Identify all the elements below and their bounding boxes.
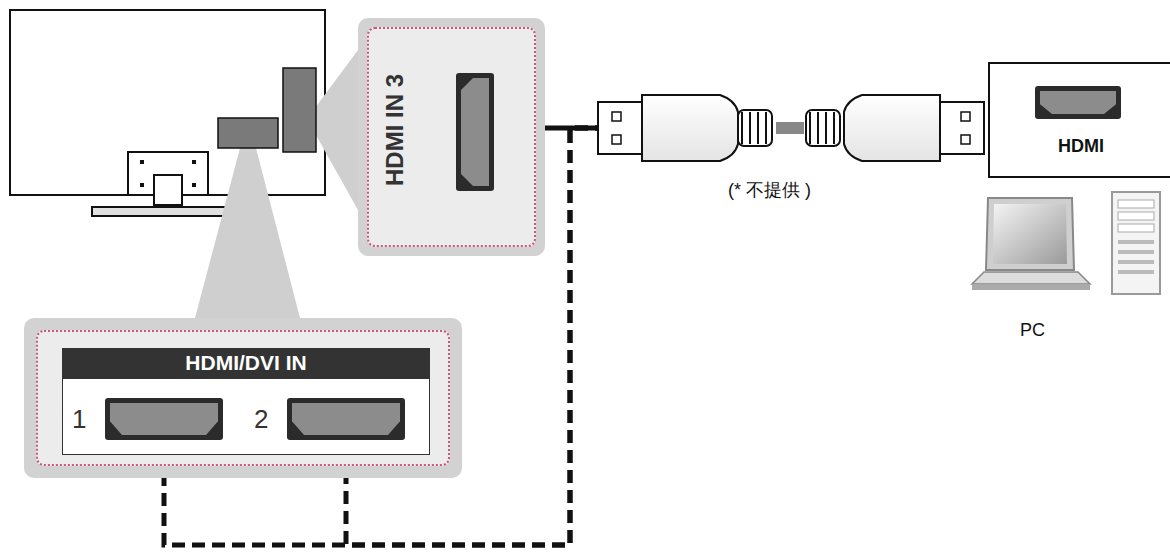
tv-port: [218, 118, 278, 148]
hdmi-port: [455, 72, 495, 192]
callout-wedge: [312, 50, 358, 210]
port-label: HDMI: [990, 136, 1170, 157]
port-callout-panel: HDMI/DVI IN 1 2: [24, 318, 462, 478]
hdmi-port-slot: 1: [72, 394, 232, 444]
hdmi-port-slot: 2: [254, 394, 414, 444]
hdmi-port: [1034, 85, 1122, 120]
tv-back: [10, 10, 325, 216]
callout-wedge: [195, 148, 300, 318]
port-number: 2: [254, 404, 268, 435]
hdmi-cable: [598, 95, 990, 161]
note-label: (* 不提供 ): [728, 178, 811, 202]
laptop-icon: [972, 198, 1090, 290]
pc-port-box: HDMI: [988, 62, 1170, 178]
hdmi-port: [104, 397, 224, 441]
hdmi-port: [286, 397, 406, 441]
device-label: PC: [1020, 320, 1045, 341]
tower-pc-icon: [1112, 192, 1160, 294]
port-number: 1: [72, 404, 86, 435]
port-label: HDMI IN 3: [381, 74, 409, 186]
tv-port: [283, 68, 316, 152]
panel-heading: HDMI/DVI IN: [62, 350, 430, 376]
port-callout-panel: HDMI IN 3: [358, 18, 545, 256]
